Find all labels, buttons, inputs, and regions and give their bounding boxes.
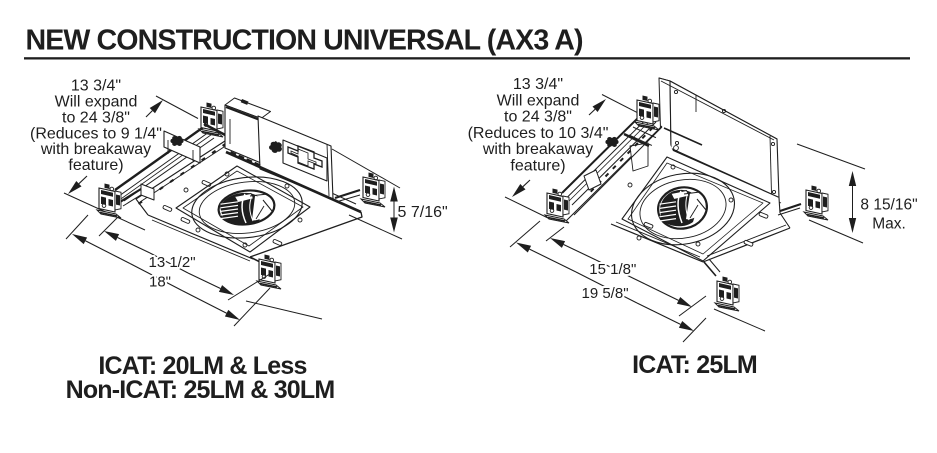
svg-text:19 5/8": 19 5/8"	[581, 285, 628, 302]
svg-text:feature): feature)	[68, 157, 123, 174]
svg-text:(Reduces to 9 1/4": (Reduces to 9 1/4"	[30, 125, 162, 142]
svg-text:with breakaway: with breakaway	[40, 141, 151, 158]
svg-text:(Reduces to 10 3/4": (Reduces to 10 3/4"	[468, 125, 609, 142]
svg-text:to 24 3/8": to 24 3/8"	[504, 109, 572, 126]
svg-text:15 1/8": 15 1/8"	[589, 261, 636, 278]
svg-text:with breakaway: with breakaway	[482, 141, 593, 158]
svg-text:13 3/4": 13 3/4"	[71, 77, 121, 94]
svg-text:NEW CONSTRUCTION UNIVERSAL (AX: NEW CONSTRUCTION UNIVERSAL (AX3 A)	[26, 24, 584, 56]
svg-text:Non-ICAT: 25LM & 30LM: Non-ICAT: 25LM & 30LM	[66, 376, 335, 404]
svg-text:Will expand: Will expand	[497, 92, 580, 109]
svg-text:5 7/16": 5 7/16"	[398, 204, 448, 221]
svg-text:ICAT: 25LM: ICAT: 25LM	[632, 351, 757, 379]
svg-text:13 3/4": 13 3/4"	[513, 76, 563, 93]
svg-text:feature): feature)	[510, 157, 565, 174]
svg-text:to 24 3/8": to 24 3/8"	[62, 109, 130, 126]
svg-text:ICAT: 20LM & Less: ICAT: 20LM & Less	[98, 352, 306, 380]
svg-text:Will expand: Will expand	[55, 93, 138, 110]
svg-text:Max.: Max.	[872, 215, 906, 232]
svg-text:18": 18"	[149, 273, 171, 290]
svg-text:8 15/16": 8 15/16"	[860, 197, 917, 214]
svg-text:13 1/2": 13 1/2"	[148, 254, 195, 271]
